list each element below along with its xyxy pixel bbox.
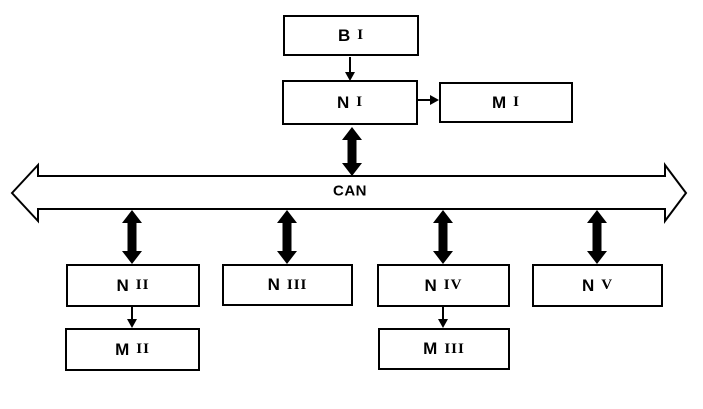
can-bus-arrow	[10, 162, 688, 224]
node-n2-letter: N	[116, 275, 130, 295]
arrow-n4-m3-icon	[438, 307, 448, 328]
connector-n1-can-icon	[342, 127, 362, 176]
node-n2-numeral: II	[135, 277, 150, 293]
node-m1-numeral: I	[513, 94, 520, 110]
node-m3-numeral: III	[444, 340, 465, 357]
node-n4-letter: N	[424, 275, 438, 295]
arrow-n1-m1-icon	[418, 95, 439, 105]
connector-can-n5-icon	[587, 210, 607, 264]
node-m3: M III	[378, 328, 510, 370]
node-m1-letter: M	[491, 92, 508, 112]
connector-can-n2-icon	[122, 210, 142, 264]
connector-can-n4-icon	[433, 210, 453, 264]
node-n5-numeral: V	[601, 277, 614, 293]
node-m3-letter: M	[423, 339, 439, 358]
node-m2-numeral: II	[136, 341, 150, 357]
node-n5-letter: N	[581, 275, 596, 295]
node-n4: N IV	[377, 264, 510, 307]
node-n1-letter: N	[336, 92, 351, 112]
node-n3: N III	[222, 264, 353, 306]
connector-can-n3-icon	[277, 210, 297, 264]
node-n1-numeral: I	[356, 94, 364, 110]
node-b1-letter: B	[337, 25, 352, 45]
node-n4-numeral: IV	[443, 277, 463, 293]
bus-label: CAN	[333, 182, 367, 200]
node-n3-letter: N	[267, 275, 281, 294]
node-n2: N II	[66, 264, 200, 307]
node-m2: M II	[65, 328, 200, 371]
node-b1-numeral: I	[357, 27, 365, 43]
node-m2-letter: M	[115, 339, 131, 359]
arrow-b1-n1-icon	[345, 57, 355, 81]
node-n3-numeral: III	[286, 276, 308, 293]
arrow-n2-m2-icon	[127, 307, 137, 328]
